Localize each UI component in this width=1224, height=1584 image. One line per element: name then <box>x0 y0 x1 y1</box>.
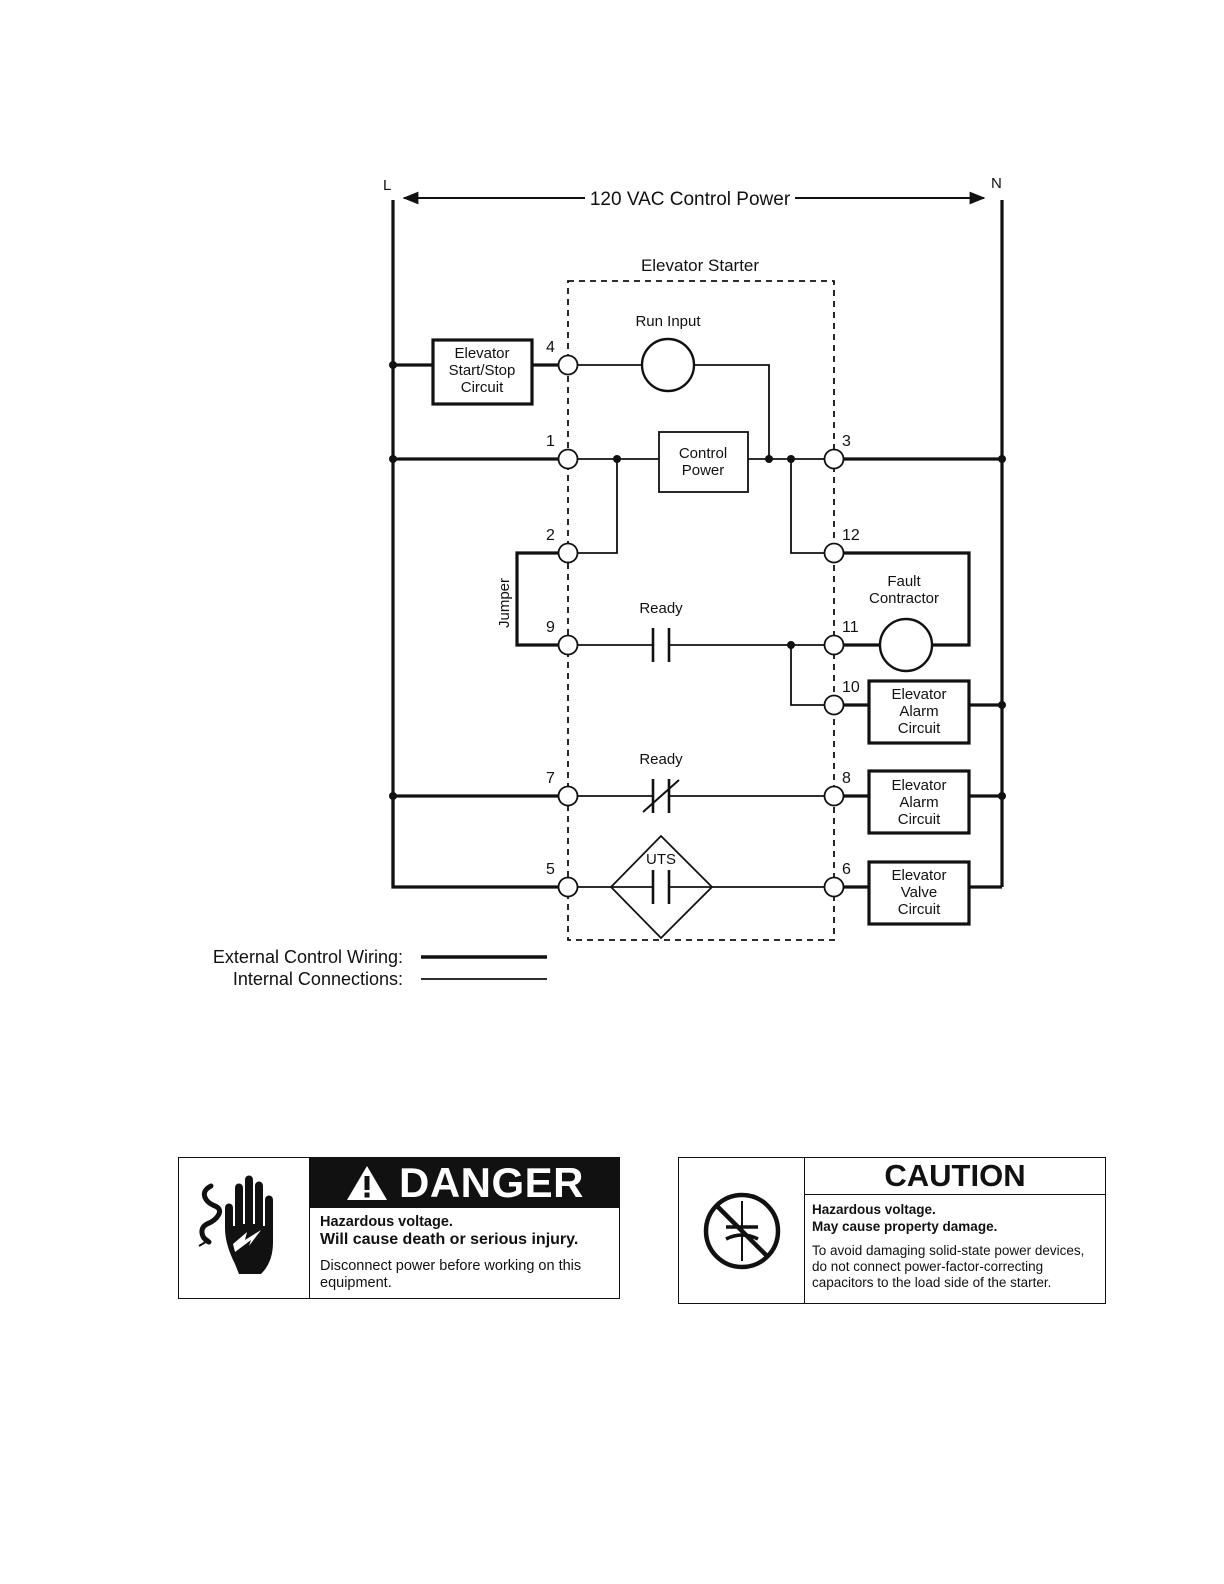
control-power-line-2: Power <box>682 462 725 479</box>
terminal-label-1: 1 <box>546 433 555 450</box>
legend-external-label: External Control Wiring: <box>213 947 403 967</box>
electric-shock-hand-icon <box>198 1175 273 1274</box>
junction-dot <box>787 455 795 463</box>
terminal-label-3: 3 <box>842 433 851 450</box>
junction-dot <box>998 792 1006 800</box>
caution-line-3: To avoid damaging solid-state power devi… <box>812 1243 1085 1290</box>
wire-t3-t12 <box>790 459 825 554</box>
uts-label: UTS <box>646 851 676 868</box>
danger-heading-text: DANGER <box>398 1159 584 1206</box>
terminal-12 <box>823 542 845 564</box>
supply-label: 120 VAC Control Power <box>590 189 791 210</box>
terminal-2 <box>557 542 579 564</box>
terminal-6 <box>823 876 845 898</box>
terminal-label-4: 4 <box>546 339 555 356</box>
terminal-8 <box>823 785 845 807</box>
terminal-10 <box>823 694 845 716</box>
junction-dot <box>389 792 397 800</box>
junction-dot <box>389 361 397 369</box>
uts-diamond <box>609 834 714 940</box>
terminal-5 <box>557 876 579 898</box>
alarm2-line-2: Alarm <box>899 794 938 811</box>
terminal-label-10: 10 <box>842 679 860 696</box>
junction-dot <box>787 641 795 649</box>
caution-line-1: Hazardous voltage. <box>812 1202 936 1217</box>
danger-line-1: Hazardous voltage. <box>320 1214 453 1230</box>
wire-l-t5 <box>391 796 559 889</box>
control-power-box <box>658 431 749 493</box>
terminal-3 <box>823 448 845 470</box>
fault-contactor-coil <box>878 617 934 673</box>
alarm2-line-1: Elevator <box>891 777 946 794</box>
danger-line-2: Will cause death or serious injury. <box>320 1231 579 1248</box>
terminal-11 <box>823 634 845 656</box>
legend-internal-label: Internal Connections: <box>233 969 403 989</box>
terminal-4 <box>557 354 579 376</box>
alarm1-line-2: Alarm <box>899 703 938 720</box>
terminal-label-8: 8 <box>842 770 851 787</box>
ready-nc-slash <box>642 779 680 813</box>
wire-fault-contactor <box>843 551 971 647</box>
warning-triangle-icon <box>346 1166 387 1200</box>
start-stop-line-3: Circuit <box>461 379 504 396</box>
valve-line-3: Circuit <box>898 901 941 918</box>
alarm1-line-1: Elevator <box>891 686 946 703</box>
start-stop-circuit-box <box>431 338 534 406</box>
alarm-circuit-box-1 <box>867 679 971 745</box>
alarm-circuit-box-2 <box>867 769 971 835</box>
run-input-coil <box>640 337 696 393</box>
ready-nc-label: Ready <box>639 751 683 768</box>
danger-pictogram <box>179 1158 310 1298</box>
junction-dot <box>389 455 397 463</box>
starter-enclosure <box>567 280 835 941</box>
danger-label: DANGER Hazardous voltage. Will cause dea… <box>178 1157 620 1299</box>
wiring-diagram: L N 120 VAC Control Power Elevator Start… <box>213 175 1006 989</box>
terminal-7 <box>557 785 579 807</box>
terminal-label-7: 7 <box>546 770 555 787</box>
run-input-label: Run Input <box>635 313 701 330</box>
alarm1-line-3: Circuit <box>898 720 941 737</box>
wire-t4-runinput <box>568 364 770 459</box>
control-power-line-1: Control <box>679 445 727 462</box>
valve-line-2: Valve <box>901 884 937 901</box>
danger-line-3: Disconnect power before working on this … <box>320 1258 582 1291</box>
junction-dot <box>613 455 621 463</box>
caution-heading: CAUTION <box>805 1158 1105 1195</box>
terminal-label-2: 2 <box>546 527 555 544</box>
line-label: L <box>383 177 391 194</box>
terminal-label-12: 12 <box>842 527 860 544</box>
starter-title: Elevator Starter <box>641 256 759 275</box>
no-capacitor-icon <box>703 1192 780 1269</box>
wire-t11-t10 <box>790 645 825 706</box>
caution-line-2: May cause property damage. <box>812 1219 998 1234</box>
jumper-label: Jumper <box>496 578 513 628</box>
terminal-1 <box>557 448 579 470</box>
ready-no-label: Ready <box>639 600 683 617</box>
junction-dot <box>765 455 773 463</box>
terminal-label-11: 11 <box>842 619 859 636</box>
junction-dot <box>998 701 1006 709</box>
neutral-label: N <box>991 175 1002 192</box>
start-stop-line-1: Elevator <box>454 345 509 362</box>
valve-line-1: Elevator <box>891 867 946 884</box>
junction-dot <box>998 455 1006 463</box>
start-stop-line-2: Start/Stop <box>449 362 516 379</box>
fault-contactor-line-2: Contractor <box>869 590 939 607</box>
terminal-label-5: 5 <box>546 861 555 878</box>
danger-heading: DANGER <box>310 1158 619 1208</box>
caution-label: CAUTION Hazardous voltage. May cause pro… <box>678 1157 1106 1304</box>
terminal-label-9: 9 <box>546 619 555 636</box>
terminal-9 <box>557 634 579 656</box>
valve-circuit-box <box>867 860 971 926</box>
jumper-wire <box>515 551 559 647</box>
fault-contactor-line-1: Fault <box>887 573 921 590</box>
terminal-label-6: 6 <box>842 861 851 878</box>
caution-pictogram <box>679 1158 805 1303</box>
alarm2-line-3: Circuit <box>898 811 941 828</box>
wire-t1-t2 <box>578 459 618 554</box>
